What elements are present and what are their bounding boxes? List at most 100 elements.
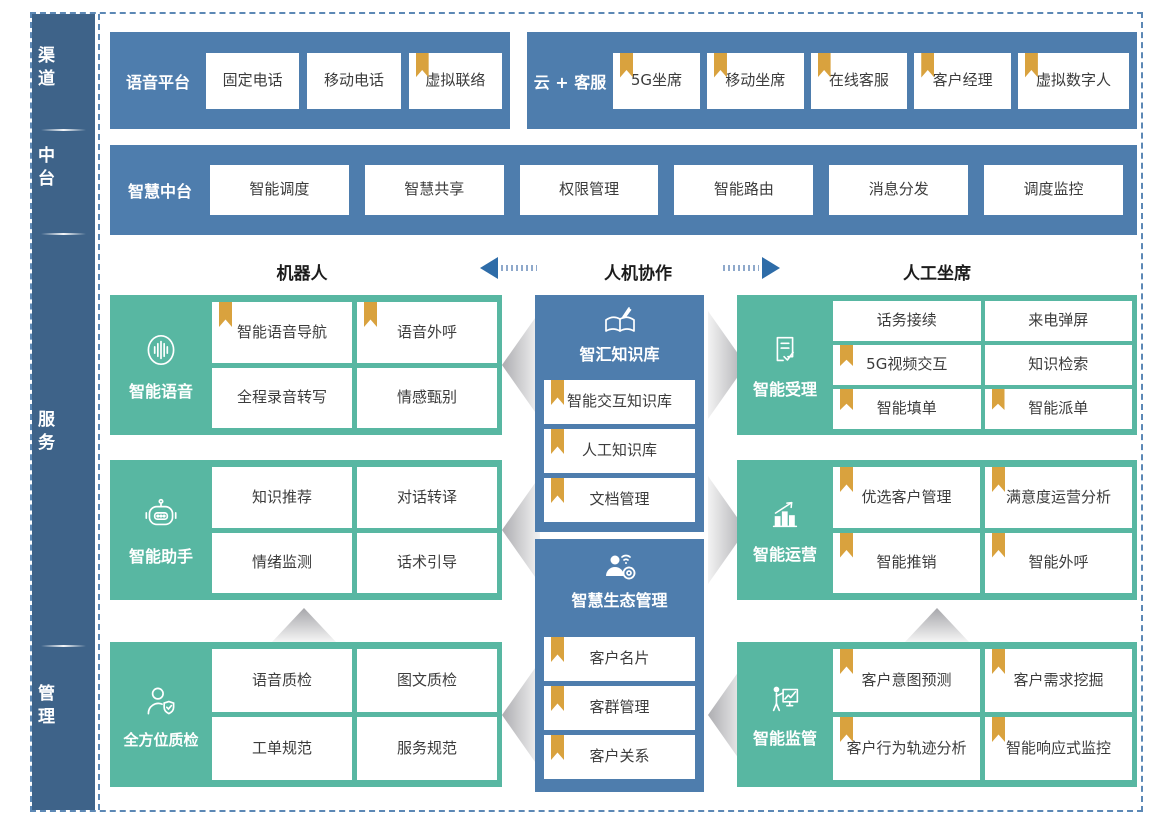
document-check-icon bbox=[776, 336, 794, 361]
cloud-service-block: 云 + 客服 5G坐席 移动坐席 在线客服 客户经理 虚拟数字人 bbox=[527, 32, 1137, 129]
flow-chevron-up-icon bbox=[272, 608, 336, 642]
capability-item: 智能响应式监控 bbox=[985, 717, 1132, 780]
bookmark-ribbon-icon bbox=[551, 735, 564, 760]
arrow-right-icon bbox=[720, 257, 780, 279]
bookmark-ribbon-icon bbox=[219, 302, 232, 327]
presenter-chart-icon bbox=[772, 686, 799, 712]
channel-item: 在线客服 bbox=[810, 52, 908, 109]
bookmark-ribbon-icon bbox=[551, 380, 564, 405]
chart-growth-icon bbox=[772, 501, 798, 527]
bookmark-ribbon-icon bbox=[415, 52, 429, 78]
voice-platform-title: 语音平台 bbox=[125, 72, 190, 92]
channel-item: 客户经理 bbox=[914, 52, 1011, 109]
bookmark-ribbon-icon bbox=[817, 52, 831, 78]
capability-item: 文档管理 bbox=[544, 478, 695, 522]
sidebar-divider bbox=[40, 645, 87, 647]
cloud-service-title: 云 + 客服 bbox=[533, 72, 607, 92]
capability-item: 满意度运营分析 bbox=[985, 467, 1132, 528]
smart-middle-platform-items: 智能调度 智慧共享 权限管理 智能路由 消息分发 调度监控 bbox=[210, 165, 1137, 215]
smart-acceptance-items: 话务接续 来电弹屏 5G视频交互 知识检索 智能填单 智能派单 bbox=[833, 295, 1137, 435]
channel-item: 固定电话 bbox=[206, 52, 300, 109]
capability-item: 情感甄别 bbox=[357, 367, 497, 428]
bookmark-ribbon-icon bbox=[620, 52, 633, 78]
bookmark-ribbon-icon bbox=[840, 649, 853, 674]
platform-item: 智慧共享 bbox=[364, 165, 504, 215]
smart-middle-platform-title: 智慧中台 bbox=[127, 182, 192, 201]
cloud-service-items: 5G坐席 移动坐席 在线客服 客户经理 虚拟数字人 bbox=[613, 52, 1137, 109]
knowledge-base-header: 智汇知识库 bbox=[535, 295, 704, 365]
column-header-robot: 机器人 bbox=[276, 264, 328, 284]
capability-item: 图文质检 bbox=[357, 649, 497, 712]
capability-item: 智能外呼 bbox=[985, 532, 1132, 593]
bookmark-ribbon-icon bbox=[921, 52, 935, 78]
eco-management-block: 智慧生态管理 客户名片 客群管理 客户关系 bbox=[535, 539, 704, 792]
channel-item: 移动电话 bbox=[307, 52, 401, 109]
capability-item: 客户名片 bbox=[544, 637, 695, 681]
smart-supervision-label: 智能监管 bbox=[737, 642, 833, 787]
capability-item: 优选客户管理 bbox=[833, 467, 980, 528]
channel-item: 5G坐席 bbox=[613, 52, 700, 109]
sidebar-divider bbox=[40, 129, 87, 131]
smart-voice-items: 智能语音导航 语音外呼 全程录音转写 情感甄别 bbox=[212, 295, 502, 435]
smart-assistant-items: 知识推荐 对话转译 情绪监测 话术引导 bbox=[212, 460, 502, 600]
smart-operation-label: 智能运营 bbox=[737, 460, 833, 600]
layer-label-management: 管理 bbox=[34, 684, 54, 730]
bookmark-ribbon-icon bbox=[992, 649, 1005, 674]
eco-management-header: 智慧生态管理 bbox=[535, 539, 704, 611]
capability-item: 5G视频交互 bbox=[833, 345, 981, 385]
capability-item: 智能推销 bbox=[833, 532, 980, 593]
smart-middle-platform-block: 智慧中台 智能调度 智慧共享 权限管理 智能路由 消息分发 调度监控 bbox=[110, 145, 1137, 235]
capability-item: 来电弹屏 bbox=[984, 301, 1132, 341]
eco-management-items: 客户名片 客群管理 客户关系 bbox=[535, 637, 704, 779]
capability-item: 情绪监测 bbox=[212, 532, 352, 593]
capability-item: 客户意图预测 bbox=[833, 649, 980, 712]
capability-item: 话术引导 bbox=[357, 532, 497, 593]
bookmark-ribbon-icon bbox=[713, 52, 727, 78]
bookmark-ribbon-icon bbox=[551, 686, 564, 711]
bookmark-ribbon-icon bbox=[840, 532, 853, 558]
smart-assistant-label: 智能助手 bbox=[110, 460, 212, 600]
inspector-shield-icon bbox=[147, 687, 175, 715]
sidebar-divider bbox=[40, 233, 87, 235]
voice-platform-items: 固定电话 移动电话 虚拟联络 bbox=[206, 52, 510, 109]
capability-item: 话务接续 bbox=[833, 301, 981, 341]
smart-acceptance-block: 智能受理 话务接续 来电弹屏 5G视频交互 知识检索 智能填单 智能派单 bbox=[737, 295, 1137, 435]
layer-label-channel: 渠道 bbox=[34, 46, 54, 92]
smart-supervision-items: 客户意图预测 客户需求挖掘 客户行为轨迹分析 智能响应式监控 bbox=[833, 642, 1137, 787]
bookmark-ribbon-icon bbox=[551, 637, 564, 662]
voice-wave-icon bbox=[147, 334, 175, 365]
bookmark-ribbon-icon bbox=[840, 467, 853, 492]
knowledge-base-items: 智能交互知识库 人工知识库 文档管理 bbox=[535, 380, 704, 522]
channel-item: 虚拟联络 bbox=[408, 52, 502, 109]
arrow-left-icon bbox=[480, 257, 540, 279]
platform-item: 权限管理 bbox=[519, 165, 659, 215]
smart-supervision-block: 智能监管 客户意图预测 客户需求挖掘 客户行为轨迹分析 智能响应式监控 bbox=[737, 642, 1137, 787]
quality-check-block: 全方位质检 语音质检 图文质检 工单规范 服务规范 bbox=[110, 642, 502, 787]
smart-voice-block: 智能语音 智能语音导航 语音外呼 全程录音转写 情感甄别 bbox=[110, 295, 502, 435]
capability-item: 智能交互知识库 bbox=[544, 380, 695, 424]
bookmark-ribbon-icon bbox=[992, 532, 1005, 558]
bookmark-ribbon-icon bbox=[992, 467, 1005, 492]
layer-label-platform: 中台 bbox=[34, 146, 54, 192]
bookmark-ribbon-icon bbox=[364, 302, 377, 327]
smart-assistant-block: 智能助手 知识推荐 对话转译 情绪监测 话术引导 bbox=[110, 460, 502, 600]
sidebar-separator-dashed-line bbox=[98, 14, 100, 810]
platform-item: 消息分发 bbox=[829, 165, 969, 215]
capability-item: 智能填单 bbox=[833, 389, 981, 429]
capability-item: 工单规范 bbox=[212, 717, 352, 780]
bookmark-ribbon-icon bbox=[840, 389, 853, 410]
platform-item: 调度监控 bbox=[984, 165, 1123, 215]
smart-operation-items: 优选客户管理 满意度运营分析 智能推销 智能外呼 bbox=[833, 460, 1137, 600]
capability-item: 知识检索 bbox=[984, 345, 1132, 385]
bookmark-ribbon-icon bbox=[840, 345, 853, 366]
capability-item: 服务规范 bbox=[357, 717, 497, 780]
capability-item: 知识推荐 bbox=[212, 467, 352, 528]
flow-chevron-up-icon bbox=[905, 608, 969, 642]
voice-platform-block: 语音平台 固定电话 移动电话 虚拟联络 bbox=[110, 32, 510, 129]
book-pen-icon bbox=[604, 307, 635, 332]
channel-item: 虚拟数字人 bbox=[1017, 52, 1130, 109]
column-header-collaboration: 人机协作 bbox=[604, 264, 672, 284]
robot-icon bbox=[145, 498, 177, 525]
smart-operation-block: 智能运营 优选客户管理 满意度运营分析 智能推销 智能外呼 bbox=[737, 460, 1137, 600]
